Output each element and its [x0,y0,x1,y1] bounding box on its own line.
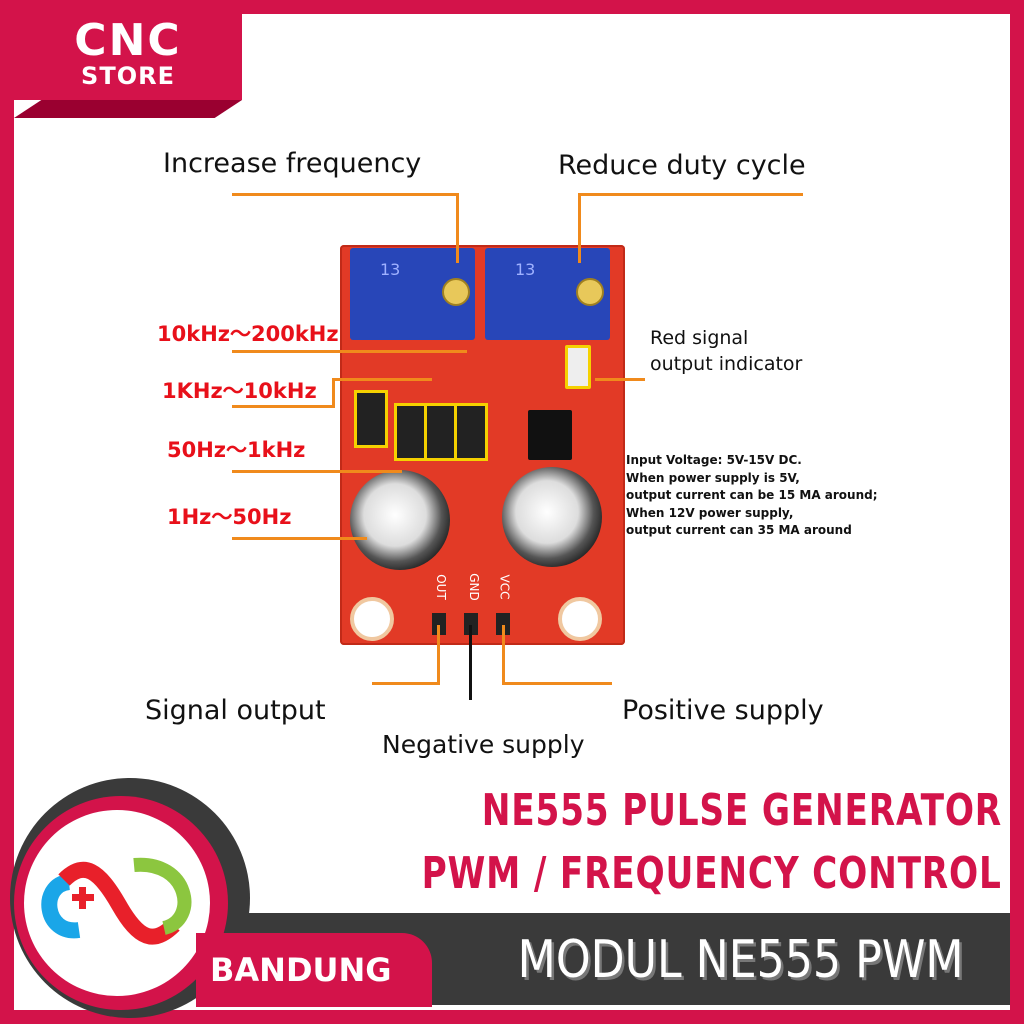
callout-line [232,193,457,196]
spec-line: When power supply is 5V, [626,470,800,485]
capacitor [502,467,602,567]
jumper [354,390,388,448]
spec-line: output current can 35 MA around [626,523,852,537]
pin-out [432,613,446,635]
callout-line [232,470,402,473]
city-label: BANDUNG [210,951,392,989]
label-increase-frequency: Increase frequency [163,148,422,179]
ne555-board: 13 13 OUT GND VCC [340,245,625,645]
pin-label: OUT [433,574,448,600]
callout-line [332,378,335,408]
callout-line [469,625,472,700]
jumper-header [454,403,488,461]
callout-line [232,405,332,408]
spec-line: When 12V power supply, [626,505,794,520]
product-title-line1: NE555 PULSE GENERATOR [481,785,1002,836]
callout-line [502,625,505,683]
label-negative-supply: Negative supply [382,730,585,759]
pot-marking: 13 [515,260,536,279]
pin-label: GND [466,573,481,601]
callout-line [578,193,803,196]
callout-line [595,378,645,381]
infinity-logo-icon [41,857,192,945]
ne555-chip [528,410,572,460]
callout-line [437,625,440,683]
label-reduce-duty-cycle: Reduce duty cycle [558,150,806,181]
callout-line [578,193,581,263]
callout-line [456,193,459,263]
logo-line1: CNC [74,15,182,66]
led-indicator [565,345,591,389]
city-badge: BANDUNG [196,933,432,1007]
callout-line [502,682,612,685]
capacitor [350,470,450,570]
pin-vcc [496,613,510,635]
mount-hole [558,597,602,641]
jumper-header [394,403,428,461]
store-logo: CNC STORE [14,14,242,100]
infinity-logo [24,810,210,996]
callout-line [232,537,367,540]
label-positive-supply: Positive supply [622,695,824,726]
pin-label: VCC [497,574,512,600]
range-1khz-10khz: 1KHz～10kHz [162,379,317,403]
jumper-header [424,403,458,461]
logo-line2: STORE [81,62,175,90]
callout-line [232,350,467,353]
model-name: MODUL NE555 PWM [518,930,964,990]
product-title-line2: PWM / FREQUENCY CONTROL [421,848,1002,899]
range-10khz-200khz: 10kHz～200kHz [157,322,339,346]
range-50hz-1khz: 50Hz～1kHz [167,438,306,462]
spec-line: Input Voltage: 5V-15V DC. [626,453,802,467]
screw-icon [442,278,470,306]
specs-note: Input Voltage: 5V-15V DC. When power sup… [626,452,878,540]
mount-hole [350,597,394,641]
callout-line [372,682,440,685]
label-red-indicator-1: Red signal [650,327,749,349]
range-1hz-50hz: 1Hz～50Hz [167,505,292,529]
pin-gnd [464,613,478,635]
screw-icon [576,278,604,306]
label-signal-output: Signal output [145,695,326,726]
logo-bevel [14,100,242,118]
callout-line [332,378,432,381]
spec-line: output current can be 15 MA around; [626,488,878,502]
label-red-indicator-2: output indicator [650,353,803,375]
pot-marking: 13 [380,260,401,279]
